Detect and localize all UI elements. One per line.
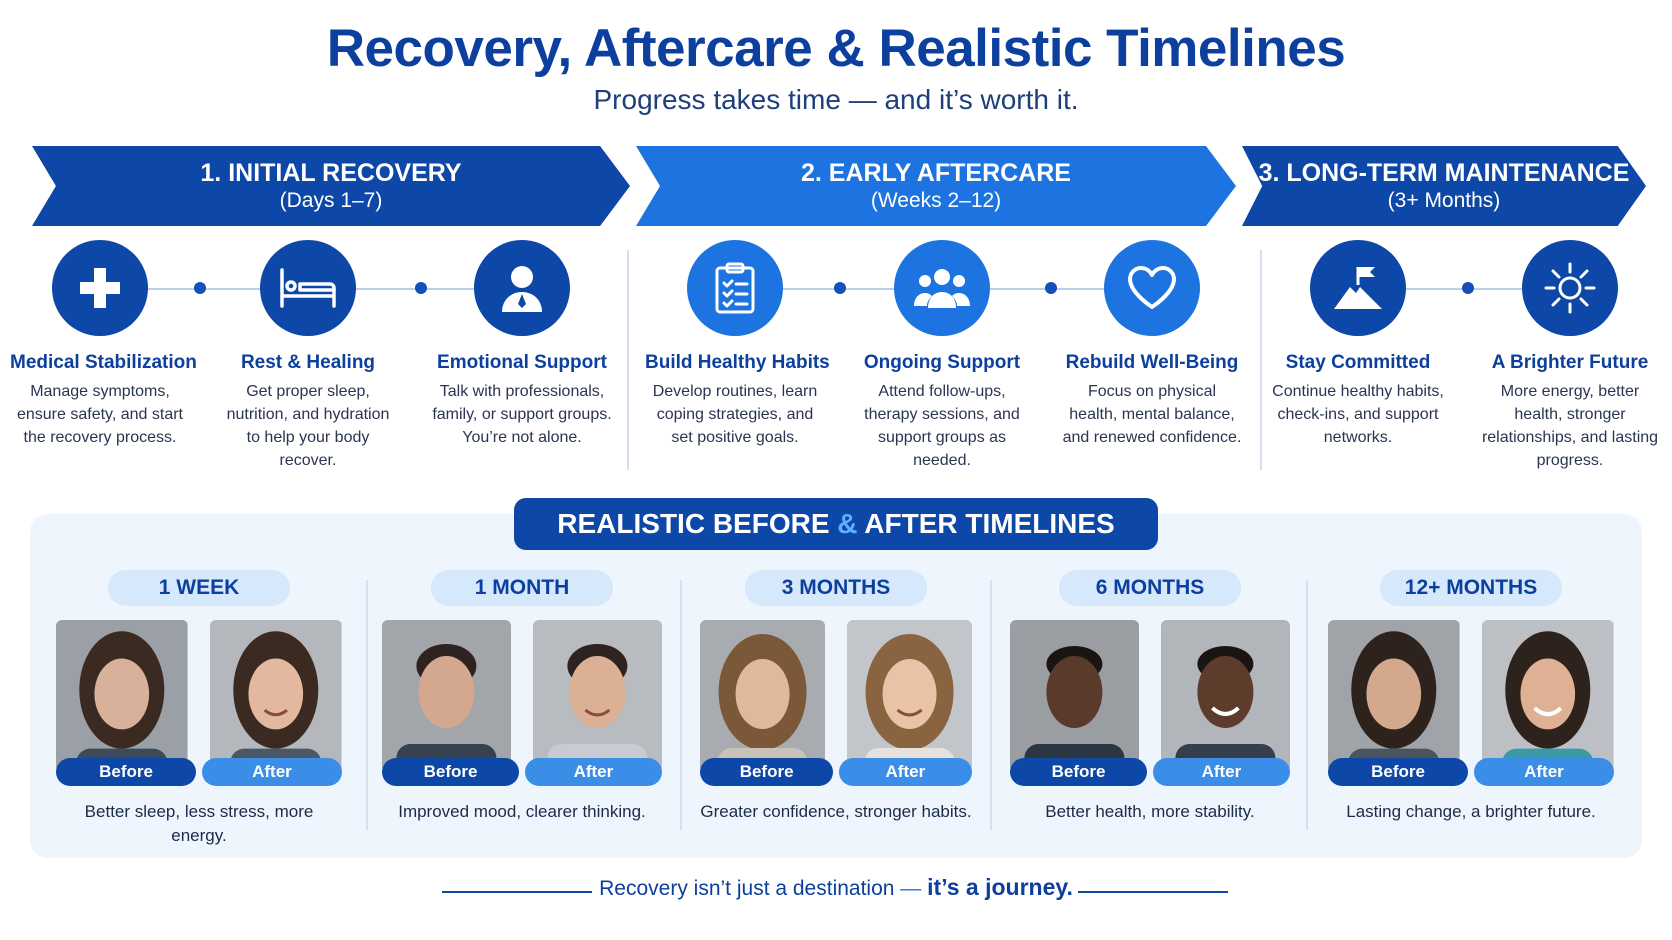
after-label: After xyxy=(524,758,662,786)
timeline-item-1-week: 1 WEEK Before After Better sleep, less s… xyxy=(56,570,342,848)
connector-dot xyxy=(415,282,427,294)
timeline-description: Better health, more stability. xyxy=(1045,802,1255,821)
step-description: Continue healthy habits, check-ins, and … xyxy=(1272,383,1444,446)
footer-line-right xyxy=(1078,891,1228,893)
step-title: Medical Stabilization xyxy=(10,352,197,373)
phase-long-term-maintenance: 3. LONG-TERM MAINTENANCE (3+ Months) xyxy=(1242,146,1646,226)
timeline-description: Better sleep, less stress, more energy. xyxy=(84,802,314,845)
footer-dash: — xyxy=(900,877,922,900)
step-rest-healing: Rest & Healing Get proper sleep, nutriti… xyxy=(218,240,398,472)
page-title: Recovery, Aftercare & Realistic Timeline… xyxy=(326,19,1346,78)
before-photo xyxy=(1010,620,1139,772)
step-description: Develop routines, learn coping strategie… xyxy=(652,383,818,446)
after-photo xyxy=(533,620,662,772)
timeline-item-1-month: 1 MONTH Before After Improved mood, clea… xyxy=(382,570,662,824)
clipboard-checklist-icon xyxy=(687,240,783,336)
banner-amp: & xyxy=(837,508,858,539)
before-label: Before xyxy=(382,758,520,786)
step-description: Attend follow-ups, therapy sessions, and… xyxy=(864,383,1020,469)
timeline-item-6-months: 6 MONTHS Before After Better health, mor… xyxy=(1010,570,1290,824)
step-description: Get proper sleep, nutrition, and hydrati… xyxy=(226,383,390,469)
step-title: Rest & Healing xyxy=(240,352,376,373)
bed-icon xyxy=(260,240,356,336)
phase-title: 1. INITIAL RECOVERY xyxy=(200,159,462,187)
before-photo xyxy=(382,620,511,772)
timeline-description: Improved mood, clearer thinking. xyxy=(398,802,646,821)
after-photo xyxy=(846,620,972,772)
step-description: More energy, better health, stronger rel… xyxy=(1481,383,1659,469)
step-title: Ongoing Support xyxy=(863,352,1021,373)
column-divider xyxy=(990,580,992,830)
phase-divider xyxy=(1260,250,1262,470)
after-label: After xyxy=(838,758,972,786)
timeline-banner: REALISTIC BEFORE & AFTER TIMELINES xyxy=(514,498,1158,550)
step-rebuild-well-being: Rebuild Well-Being Focus on physical hea… xyxy=(1062,240,1242,449)
timeline-description: Lasting change, a brighter future. xyxy=(1346,802,1596,821)
before-label: Before xyxy=(700,758,834,786)
after-photo xyxy=(210,620,342,772)
step-brighter-future: A Brighter Future More energy, better he… xyxy=(1480,240,1660,472)
timeline-description: Greater confidence, stronger habits. xyxy=(700,802,972,821)
after-photo xyxy=(1161,620,1290,772)
step-description: Manage symptoms, ensure safety, and star… xyxy=(16,383,183,446)
phase-divider xyxy=(627,250,629,470)
before-photo xyxy=(56,620,188,772)
phase-title: 2. EARLY AFTERCARE xyxy=(801,159,1071,187)
footer-tagline: Recovery isn’t just a destination — it’s… xyxy=(0,874,1672,901)
step-title: A Brighter Future xyxy=(1491,352,1649,373)
connector-dot xyxy=(1045,282,1057,294)
timeline-label: 3 MONTHS xyxy=(745,570,927,606)
column-divider xyxy=(680,580,682,830)
connector-dot xyxy=(194,282,206,294)
after-label: After xyxy=(1152,758,1290,786)
before-label: Before xyxy=(1328,758,1469,786)
before-label: Before xyxy=(1010,758,1148,786)
banner-text-after: AFTER TIMELINES xyxy=(864,508,1115,539)
sun-icon xyxy=(1522,240,1618,336)
heart-icon xyxy=(1104,240,1200,336)
after-photo xyxy=(1482,620,1614,772)
timeline-label: 1 MONTH xyxy=(431,570,613,606)
before-photo xyxy=(700,620,826,772)
timeline-item-12-months: 12+ MONTHS Before After Lasting change, … xyxy=(1328,570,1614,824)
footer-text-1: Recovery isn’t just a destination xyxy=(599,877,895,900)
step-medical-stabilization: Medical Stabilization Manage symptoms, e… xyxy=(10,240,197,449)
phase-title: 3. LONG-TERM MAINTENANCE xyxy=(1258,159,1630,187)
phase-initial-recovery: 1. INITIAL RECOVERY (Days 1–7) xyxy=(32,146,630,226)
phase-subtitle: (Days 1–7) xyxy=(279,189,383,212)
page-subtitle: Progress takes time — and it’s worth it. xyxy=(593,84,1079,115)
mountain-flag-icon xyxy=(1310,240,1406,336)
medical-cross-icon xyxy=(52,240,148,336)
timeline-label: 1 WEEK xyxy=(108,570,290,606)
banner-text-before: REALISTIC BEFORE xyxy=(557,508,830,539)
after-label: After xyxy=(201,758,342,786)
step-title: Stay Committed xyxy=(1285,352,1431,373)
phase-subtitle: (3+ Months) xyxy=(1387,189,1501,212)
step-build-healthy-habits: Build Healthy Habits Develop routines, l… xyxy=(645,240,830,449)
step-title: Build Healthy Habits xyxy=(645,352,830,373)
after-label: After xyxy=(1473,758,1614,786)
before-label: Before xyxy=(56,758,197,786)
timeline-item-3-months: 3 MONTHS Before After Greater confidence… xyxy=(700,570,972,824)
column-divider xyxy=(366,580,368,830)
phase-subtitle: (Weeks 2–12) xyxy=(870,189,1002,212)
connector-dot xyxy=(1462,282,1474,294)
step-title: Rebuild Well-Being xyxy=(1065,352,1239,373)
timeline-label: 6 MONTHS xyxy=(1059,570,1241,606)
step-ongoing-support: Ongoing Support Attend follow-ups, thera… xyxy=(852,240,1032,472)
group-icon xyxy=(894,240,990,336)
step-description: Focus on physical health, mental balance… xyxy=(1062,383,1242,446)
footer-text-2: it’s a journey. xyxy=(927,874,1073,900)
column-divider xyxy=(1306,580,1308,830)
phase-early-aftercare: 2. EARLY AFTERCARE (Weeks 2–12) xyxy=(636,146,1236,226)
step-emotional-support: Emotional Support Talk with professional… xyxy=(432,240,612,449)
person-icon xyxy=(474,240,570,336)
connector-dot xyxy=(834,282,846,294)
step-title: Emotional Support xyxy=(437,352,607,373)
step-stay-committed: Stay Committed Continue healthy habits, … xyxy=(1268,240,1448,449)
before-photo xyxy=(1328,620,1460,772)
footer-line-left xyxy=(442,891,592,893)
step-description: Talk with professionals, family, or supp… xyxy=(432,383,612,446)
timeline-label: 12+ MONTHS xyxy=(1380,570,1562,606)
